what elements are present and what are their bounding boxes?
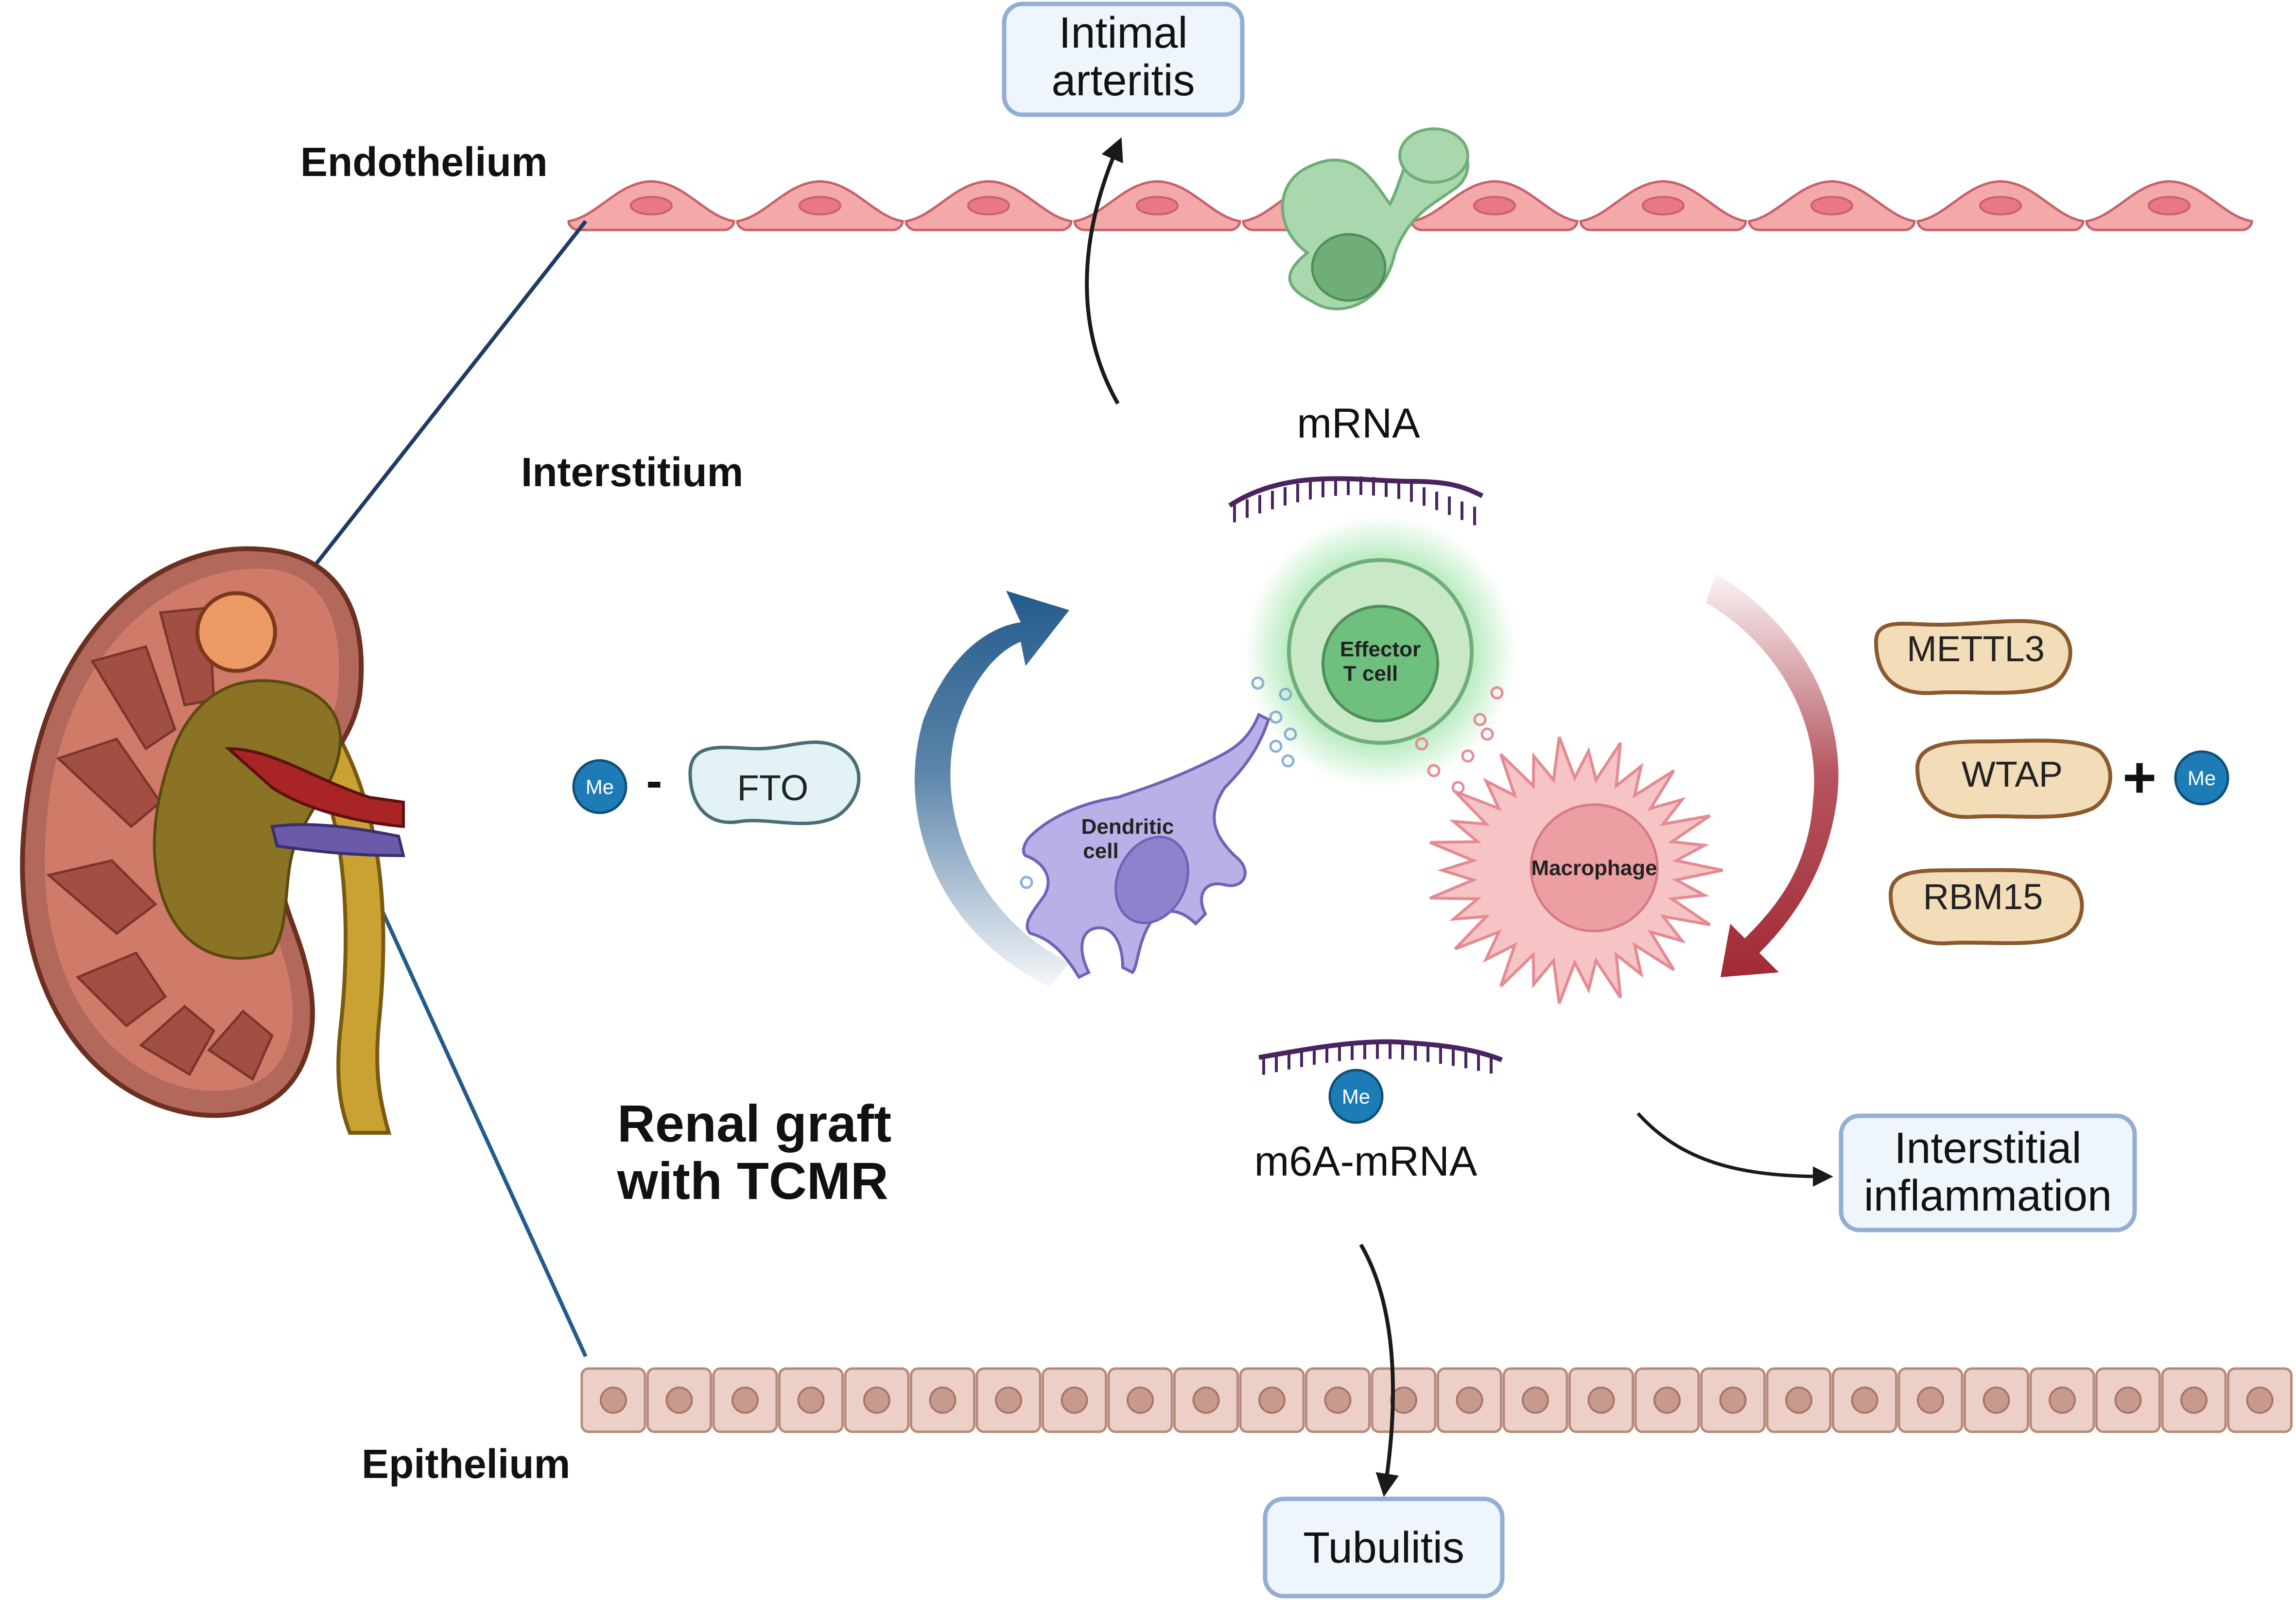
intimal-arteritis-line2: arteritis — [1051, 56, 1195, 105]
arrow-to-interstitial-inflammation — [1636, 1112, 1833, 1187]
endothelial-nucleus — [1473, 196, 1516, 215]
epithelial-nucleus — [1851, 1387, 1879, 1414]
epithelial-nucleus — [1324, 1387, 1352, 1414]
epithelial-nucleus — [1522, 1387, 1549, 1414]
renal-graft-line1: Renal graft — [617, 1094, 891, 1153]
writer-rbm15-label: RBM15 — [1923, 877, 2043, 917]
endothelial-nucleus — [967, 196, 1010, 215]
m6a-mrna-label: m6A-mRNA — [1254, 1138, 1478, 1185]
m6a-me-label: Me — [1342, 1085, 1370, 1108]
t-cell-cytokines-blue — [1020, 676, 1297, 889]
fto-eraser-group: Me - FTO — [572, 740, 861, 826]
arrow-to-intimal-arteritis — [1085, 137, 1123, 404]
intimal-arteritis-box: Intimal arteritis — [1002, 1, 1245, 117]
epithelial-nucleus — [1785, 1387, 1812, 1414]
dendritic-cell: Dendritic cell — [1022, 712, 1270, 979]
tubulitis-label: Tubulitis — [1303, 1524, 1464, 1572]
epithelial-nucleus — [2246, 1387, 2274, 1414]
mrna-strand — [1228, 476, 1484, 526]
writer-me-label: Me — [2188, 767, 2216, 790]
epithelial-nucleus — [1127, 1387, 1154, 1414]
writer-wtap-label: WTAP — [1962, 754, 2063, 794]
interstitial-inflammation-line2: inflammation — [1864, 1172, 2112, 1220]
epithelial-nucleus — [929, 1387, 957, 1414]
arrow-to-tubulitis — [1359, 1243, 1399, 1497]
epithelial-nucleus — [1719, 1387, 1747, 1414]
fto-me-badge — [572, 759, 627, 814]
effector-t-cell: Effector T cell — [1244, 515, 1516, 788]
epithelial-nucleus — [600, 1387, 627, 1414]
epithelial-nucleus — [1258, 1387, 1286, 1414]
endothelial-nucleus — [1642, 196, 1685, 215]
epithelium-layer — [580, 1367, 2293, 1433]
epithelial-nucleus — [1917, 1387, 1944, 1414]
epithelial-nucleus — [1983, 1387, 2010, 1414]
interstitial-inflammation-line1: Interstitial — [1894, 1124, 2081, 1173]
dendritic-cell-line1: Dendritic — [1081, 815, 1174, 839]
epithelium-label: Epithelium — [362, 1441, 570, 1487]
red-cycle-arrow — [1706, 574, 1839, 977]
endothelial-nucleus — [630, 196, 673, 215]
mrna-label: mRNA — [1297, 400, 1420, 447]
fto-label: FTO — [737, 768, 809, 808]
minus-sign: - — [646, 754, 662, 808]
blue-cycle-arrow — [914, 591, 1069, 987]
writer-me-badge — [2174, 750, 2229, 806]
dendritic-cell-line2: cell — [1083, 839, 1118, 863]
renal-graft-line2: with TCMR — [617, 1151, 888, 1210]
writer-mettl3-label: METTL3 — [1907, 629, 2045, 669]
endothelium-label: Endothelium — [300, 139, 548, 185]
epithelial-nucleus — [1192, 1387, 1220, 1414]
epithelial-nucleus — [2180, 1387, 2208, 1414]
m6a-mrna-strand — [1258, 1039, 1503, 1075]
macrophage: Macrophage — [1429, 736, 1723, 1004]
epithelial-nucleus — [1587, 1387, 1615, 1414]
effector-t-cell-line1: Effector — [1340, 637, 1421, 661]
epithelial-nucleus — [1456, 1387, 1483, 1414]
endothelium-connector — [264, 220, 588, 629]
endothelial-nucleus — [1810, 196, 1853, 215]
transmigrating-t-cell — [1281, 127, 1469, 311]
epithelial-nucleus — [1061, 1387, 1088, 1414]
writer-enzymes: METTL3 WTAP RBM15 + Me — [1874, 619, 2229, 946]
macrophage-cytokines-red — [1415, 686, 1504, 794]
epithelial-nucleus — [797, 1387, 825, 1414]
epithelial-nucleus — [863, 1387, 890, 1414]
epithelial-nucleus — [731, 1387, 759, 1414]
endothelial-nucleus — [799, 196, 841, 215]
epithelial-nucleus — [1653, 1387, 1681, 1414]
macrophage-label: Macrophage — [1531, 856, 1657, 880]
kidney-illustration — [20, 546, 405, 1135]
intimal-arteritis-line1: Intimal — [1059, 9, 1187, 57]
epithelial-nucleus — [995, 1387, 1022, 1414]
epithelial-nucleus — [2114, 1387, 2142, 1414]
effector-t-cell-line2: T cell — [1343, 662, 1398, 686]
epithelial-nucleus — [665, 1387, 693, 1414]
endothelial-nucleus — [1979, 196, 2022, 215]
endothelial-nucleus — [2148, 196, 2191, 215]
interstitial-inflammation-box: Interstitial inflammation — [1839, 1113, 2137, 1232]
fto-me-label: Me — [586, 775, 614, 798]
epithelial-nucleus — [2049, 1387, 2076, 1414]
interstitium-label: Interstitium — [521, 449, 743, 495]
m6a-methyl-mark: Me — [1328, 1069, 1384, 1124]
tubulitis-box: Tubulitis — [1263, 1496, 1505, 1599]
plus-sign: + — [2122, 745, 2157, 810]
endothelial-nucleus — [1136, 196, 1179, 215]
